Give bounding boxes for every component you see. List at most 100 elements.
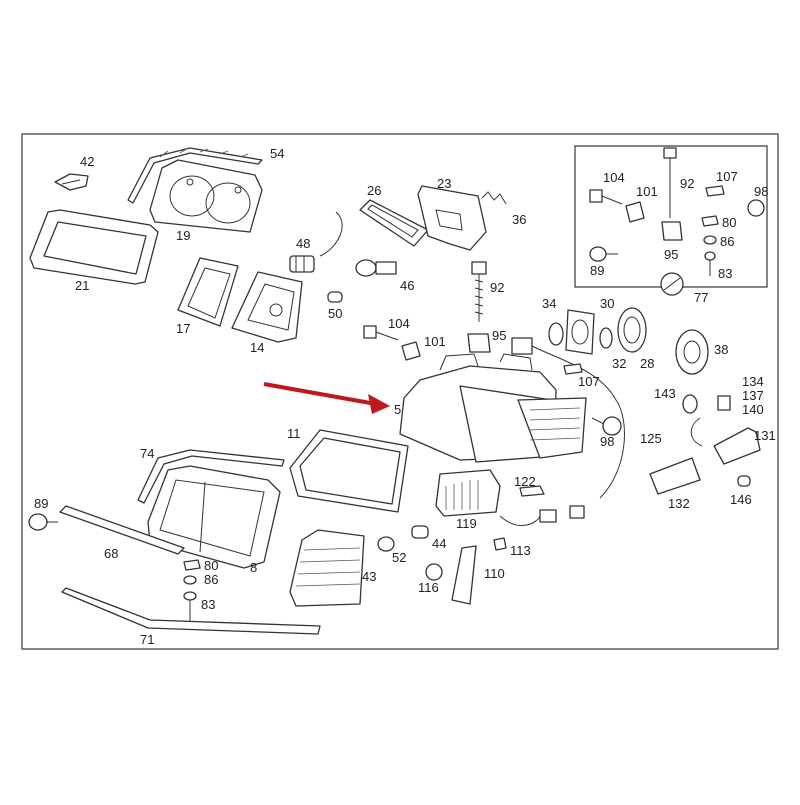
callout-34: 34 <box>542 296 556 311</box>
inset-part-104-screw <box>589 189 623 205</box>
callout-38: 38 <box>714 342 728 357</box>
callout-132: 132 <box>668 496 690 511</box>
inset-callout-77: 77 <box>694 290 708 305</box>
part-28-adjuster <box>617 307 647 353</box>
callout-8: 8 <box>250 560 257 575</box>
inset-callout-107: 107 <box>716 169 738 184</box>
callout-89: 89 <box>34 496 48 511</box>
callout-71: 71 <box>140 632 154 647</box>
inset-callout-86: 86 <box>720 234 734 249</box>
part-80-clip <box>183 559 201 571</box>
inset-part-89-screw <box>589 246 618 262</box>
part-146-bulb <box>737 475 751 487</box>
callout-28: 28 <box>640 356 654 371</box>
callout-42: 42 <box>80 154 94 169</box>
part-83-screw <box>183 591 197 622</box>
part-54-trim-strip <box>127 147 263 204</box>
part-98-screw <box>591 416 622 436</box>
part-116-screw <box>425 563 443 581</box>
callout-119: 119 <box>456 516 477 531</box>
callout-131: 131 <box>754 428 776 443</box>
part-104-screw <box>363 325 399 341</box>
inset-callout-95: 95 <box>664 247 678 262</box>
part-42-clip <box>54 173 89 191</box>
part-26-gasket <box>359 199 429 247</box>
callout-80: 80 <box>204 558 218 573</box>
part-86-washer <box>183 575 197 585</box>
part-19-housing-shell <box>149 159 263 233</box>
inset-callout-101: 101 <box>636 184 658 199</box>
callout-11: 11 <box>287 426 301 441</box>
callout-92: 92 <box>490 280 504 295</box>
inset-callout-104: 104 <box>603 170 625 185</box>
diagram-frame <box>21 133 779 650</box>
part-89-screw <box>28 513 58 531</box>
callout-98: 98 <box>600 434 614 449</box>
part-8-lens <box>147 465 281 569</box>
part-17-reflector <box>177 257 239 327</box>
part-110-bracket <box>451 545 477 605</box>
inset-part-86-washer <box>703 235 717 245</box>
inset-callout-83: 83 <box>718 266 732 281</box>
inset-callout-98: 98 <box>754 184 768 199</box>
callout-30: 30 <box>600 296 614 311</box>
part-143-grommet <box>682 394 698 414</box>
part-113-clip <box>493 537 507 551</box>
part-74-trim-strip <box>137 449 285 504</box>
part-43-indicator-lens <box>289 529 365 607</box>
callout-113: 113 <box>510 543 531 558</box>
inset-part-95-bracket <box>661 221 683 241</box>
inset-callout-89: 89 <box>590 263 604 278</box>
callout-5: 5 <box>394 402 401 417</box>
part-68-strip <box>59 505 185 555</box>
callout-83: 83 <box>201 597 215 612</box>
inset-part-83-screw <box>704 251 716 276</box>
inset-part-101-nut <box>625 201 645 223</box>
part-46-bulb <box>355 259 397 277</box>
part-95-bracket <box>467 333 491 353</box>
callout-134: 134 <box>742 374 764 389</box>
part-119-fog-lamp <box>435 469 501 517</box>
inset-part-77-wrench-icon <box>660 272 684 296</box>
part-50-bulb <box>327 291 343 303</box>
callout-26: 26 <box>367 183 381 198</box>
part-48-socket <box>289 211 343 273</box>
callout-86: 86 <box>204 572 218 587</box>
callout-101: 101 <box>424 334 446 349</box>
callout-32: 32 <box>612 356 626 371</box>
callout-137: 137 <box>742 388 764 403</box>
part-36-clip <box>481 191 507 205</box>
part-132-marker-lens <box>649 457 701 495</box>
part-connector-harness <box>511 337 625 499</box>
callout-140: 140 <box>742 402 764 417</box>
part-131-side-marker <box>690 395 761 465</box>
inset-part-80-clip <box>701 215 719 227</box>
callout-19: 19 <box>176 228 190 243</box>
part-101-nut <box>401 341 421 361</box>
callout-23: 23 <box>437 176 451 191</box>
callout-146: 146 <box>730 492 752 507</box>
part-5-headlamp-assembly <box>399 353 587 463</box>
callout-43: 43 <box>362 569 376 584</box>
inset-part-98-screw <box>747 199 765 217</box>
callout-44: 44 <box>432 536 446 551</box>
part-122-bulb <box>519 485 545 497</box>
part-11-gasket <box>289 429 409 513</box>
inset-callout-80: 80 <box>722 215 736 230</box>
part-44-bulb <box>411 525 429 539</box>
callout-122: 122 <box>514 474 536 489</box>
inset-callout-92: 92 <box>680 176 694 191</box>
part-30-adjuster <box>565 309 595 355</box>
part-52-bulb <box>377 536 395 552</box>
part-38-cap <box>675 329 709 375</box>
callout-68: 68 <box>104 546 118 561</box>
highlight-arrow-icon <box>263 382 390 414</box>
part-fog-connector <box>499 505 585 526</box>
callout-52: 52 <box>392 550 406 565</box>
callout-48: 48 <box>296 236 310 251</box>
callout-74: 74 <box>140 446 154 461</box>
callout-95: 95 <box>492 328 506 343</box>
callout-21: 21 <box>75 278 89 293</box>
